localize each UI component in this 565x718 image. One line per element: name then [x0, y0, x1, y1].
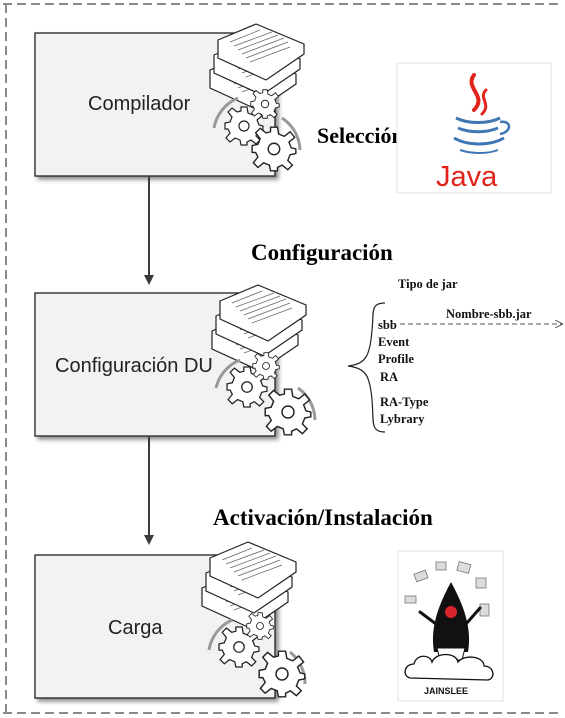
devices-icons — [404, 561, 490, 617]
outer-frame — [3, 3, 562, 714]
jar-types-annotation: Tipo de jar Nombre-sbb.jar sbb Event Pro… — [347, 277, 562, 433]
gears-icon — [214, 352, 317, 436]
java-logo: Java — [396, 62, 552, 194]
jar-type-profile: Profile — [378, 352, 414, 366]
jainslee-wordmark: JAINSLEE — [424, 686, 468, 696]
heading-configuracion: Configuración — [251, 240, 393, 265]
jar-brace — [347, 302, 386, 433]
configuracion-du-label: Configuración DU — [55, 355, 213, 377]
jar-type-ra-type: RA-Type — [380, 395, 429, 409]
cloud-icon — [404, 653, 494, 681]
jar-type-lybrary: Lybrary — [380, 412, 425, 426]
configuracion-du-step: Configuración DU — [34, 284, 317, 437]
heading-seleccion: Selección — [317, 123, 404, 148]
jar-type-ra: RA — [380, 370, 398, 384]
jar-type-sbb: sbb — [378, 318, 397, 332]
heading-activacion: Activación/Instalación — [213, 505, 433, 530]
nombre-sbb-jar-label: Nombre-sbb.jar — [446, 307, 532, 321]
jar-type-event: Event — [378, 335, 410, 349]
compilador-step: Compilador — [34, 23, 305, 177]
gears-icon — [212, 89, 302, 172]
carga-label: Carga — [108, 617, 163, 639]
jainslee-logo: JAINSLEE — [397, 550, 504, 702]
carga-step: Carga — [34, 541, 307, 699]
tipo-de-jar-label: Tipo de jar — [398, 277, 458, 291]
java-wordmark: Java — [436, 161, 498, 193]
gears-icon — [207, 612, 307, 698]
java-cup-icon — [453, 73, 511, 154]
compilador-label: Compilador — [88, 93, 191, 115]
